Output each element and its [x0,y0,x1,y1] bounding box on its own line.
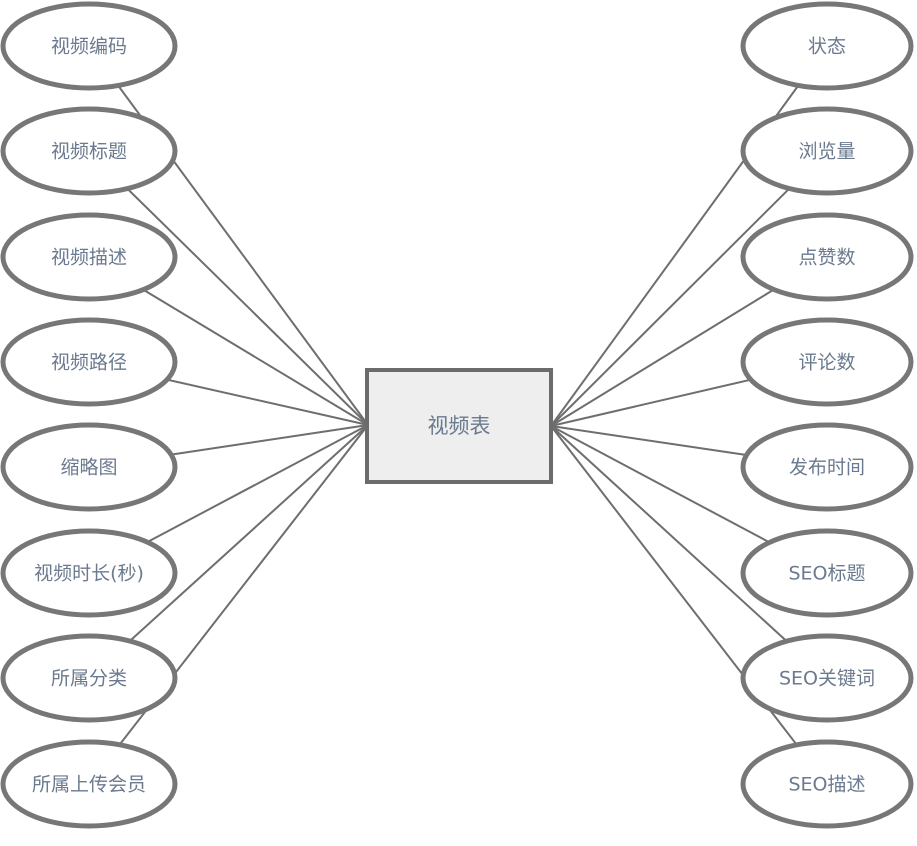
entity-rect-video-table[interactable] [365,368,553,484]
attribute-label: 状态 [808,36,846,58]
attribute-label: 视频编码 [51,36,127,58]
connector-line [126,187,369,426]
attribute-node[interactable]: 缩略图 [0,422,178,512]
attribute-label: SEO描述 [788,774,865,796]
attribute-node[interactable]: 发布时间 [740,422,914,512]
attribute-node[interactable]: 所属上传会员 [0,739,178,829]
attribute-label: 浏览量 [798,141,855,163]
attribute-node[interactable]: 点赞数 [740,212,914,302]
attribute-node[interactable]: SEO描述 [740,739,914,829]
connector-line [166,378,369,426]
attribute-label: 点赞数 [798,247,855,269]
attribute-node[interactable]: 视频编码 [0,1,178,91]
attribute-ellipse[interactable] [0,422,178,512]
attribute-node[interactable]: 状态 [740,1,914,91]
connector-line [142,288,369,426]
attribute-ellipse[interactable] [740,633,914,723]
attribute-node[interactable]: 浏览量 [740,106,914,196]
attribute-ellipse[interactable] [0,633,178,723]
attribute-ellipse[interactable] [0,212,178,302]
attribute-node[interactable]: SEO标题 [740,528,914,618]
attribute-node[interactable]: 视频标题 [0,106,178,196]
attribute-label: 所属上传会员 [32,774,146,796]
connector-line [550,425,770,544]
attribute-node[interactable]: 所属分类 [0,633,178,723]
attribute-ellipse[interactable] [740,1,914,91]
connector-line [171,424,369,456]
connector-lines-group [117,84,800,746]
attribute-ellipse[interactable] [740,212,914,302]
attribute-label: SEO关键词 [779,668,875,690]
connector-line [550,425,747,457]
attribute-label: 视频时长(秒) [34,563,144,585]
connector-line [550,187,791,427]
attribute-ellipse[interactable] [0,317,178,407]
attribute-ellipse[interactable] [740,739,914,829]
attribute-label: 视频标题 [51,141,127,163]
entity-node-group[interactable]: 视频表 [365,368,553,484]
connector-line [129,424,369,642]
attribute-label: 视频路径 [51,352,127,374]
connector-line [550,378,752,427]
attribute-node[interactable]: SEO关键词 [740,633,914,723]
attribute-ellipse[interactable] [0,106,178,196]
connector-line [550,288,775,427]
attribute-node[interactable]: 视频时长(秒) [0,528,178,618]
entity-label: 视频表 [428,414,491,438]
attribute-ellipse[interactable] [740,317,914,407]
connector-line [146,424,369,543]
attribute-node[interactable]: 视频描述 [0,212,178,302]
attribute-ellipse[interactable] [740,528,914,618]
attribute-node[interactable]: 评论数 [740,317,914,407]
attribute-label: SEO标题 [788,563,865,585]
attribute-ellipse[interactable] [0,528,178,618]
attribute-ellipse[interactable] [740,106,914,196]
attribute-label: 所属分类 [51,668,127,690]
attribute-ellipse[interactable] [0,1,178,91]
attribute-label: 评论数 [798,352,855,374]
attribute-label: 发布时间 [789,457,865,479]
attribute-node[interactable]: 视频路径 [0,317,178,407]
connector-line [550,425,788,642]
attribute-label: 视频描述 [51,247,127,269]
attribute-label: 缩略图 [60,457,117,479]
attribute-ellipse[interactable] [740,422,914,512]
attribute-ellipse[interactable] [0,739,178,829]
